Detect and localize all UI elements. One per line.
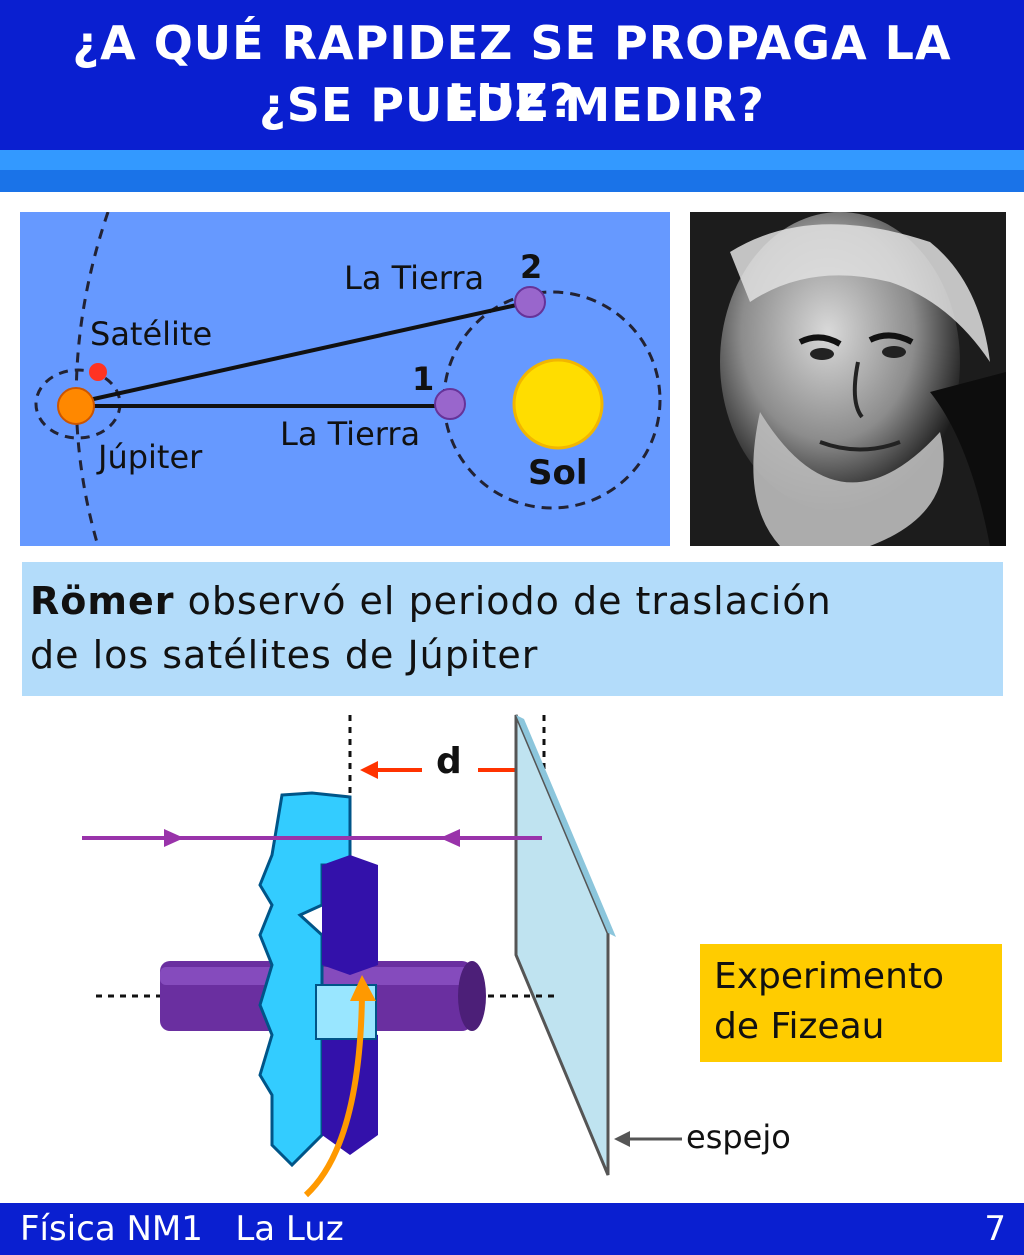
- mirror-edge: [516, 715, 616, 937]
- earth-orbit: [442, 290, 662, 510]
- experiment-line-2: de Fizeau: [714, 1006, 885, 1047]
- sun-icon: [512, 358, 604, 450]
- path-to-earth-2: [79, 300, 531, 404]
- distance-arrow-left-head: [360, 761, 378, 779]
- footer-subject: Física NM1: [20, 1209, 203, 1249]
- footer-topic: La Luz: [235, 1209, 344, 1249]
- title-line-2: ¿SE PUEDE MEDIR?: [259, 78, 765, 132]
- distance-label: d: [436, 741, 462, 782]
- earth-1-label: La Tierra: [280, 415, 420, 453]
- satellite-label: Satélite: [90, 315, 212, 353]
- earth-2-icon: [514, 286, 546, 318]
- rotation-arrow: [303, 994, 365, 1198]
- wheel-tooth-dark: [322, 855, 378, 975]
- caption-text-line-1: observó el periodo de traslación: [174, 579, 832, 623]
- earth-1-number: 1: [412, 360, 434, 398]
- orbit-diagram-panel: La Tierra 2 Satélite 1 La Tierra Júpiter…: [20, 212, 670, 546]
- rotation-arrow-head: [350, 975, 376, 1001]
- footer-course: Física NM1 La Luz: [20, 1203, 344, 1255]
- romer-portrait: [690, 212, 1006, 546]
- beam-arrow-forward: [164, 829, 184, 847]
- earth-1-icon: [434, 388, 466, 420]
- page-header: ¿A QUÉ RAPIDEZ SE PROPAGA LA LUZ? ¿SE PU…: [0, 0, 1024, 150]
- orbit-diagram: La Tierra 2 Satélite 1 La Tierra Júpiter…: [34, 212, 662, 546]
- caption-text-line-2: de los satélites de Júpiter: [30, 633, 539, 677]
- mirror-pointer-arrow: [614, 1131, 682, 1147]
- earth-2-label: La Tierra: [344, 259, 484, 297]
- satellite-icon: [89, 363, 107, 381]
- wheel-tooth-dark-lower: [322, 1025, 378, 1155]
- sun-label: Sol: [528, 453, 588, 493]
- caption-name: Römer: [30, 579, 175, 623]
- experiment-label-box: Experimento de Fizeau: [700, 944, 1002, 1062]
- experiment-line-1: Experimento: [714, 956, 945, 997]
- romer-caption: Römer observó el periodo de traslación d…: [22, 562, 1003, 696]
- mirror-label: espejo: [686, 1118, 791, 1156]
- header-band-mid: [0, 170, 1024, 192]
- fizeau-diagram: d: [60, 705, 660, 1200]
- fizeau-apparatus: d: [82, 714, 616, 1198]
- jupiter-icon: [57, 387, 95, 425]
- beam-arrow-back: [440, 829, 460, 847]
- page-number: 7: [984, 1209, 1006, 1249]
- title-line-1: ¿A QUÉ RAPIDEZ SE PROPAGA LA LUZ?: [72, 16, 952, 128]
- jupiter-orbit-arc: [74, 212, 110, 546]
- jupiter-label: Júpiter: [96, 438, 203, 476]
- romer-portrait-image: [690, 212, 1006, 546]
- earth-2-number: 2: [520, 248, 542, 286]
- page-footer: Física NM1 La Luz 7: [0, 1203, 1024, 1255]
- mirror: [514, 714, 610, 1176]
- header-band-light: [0, 150, 1024, 170]
